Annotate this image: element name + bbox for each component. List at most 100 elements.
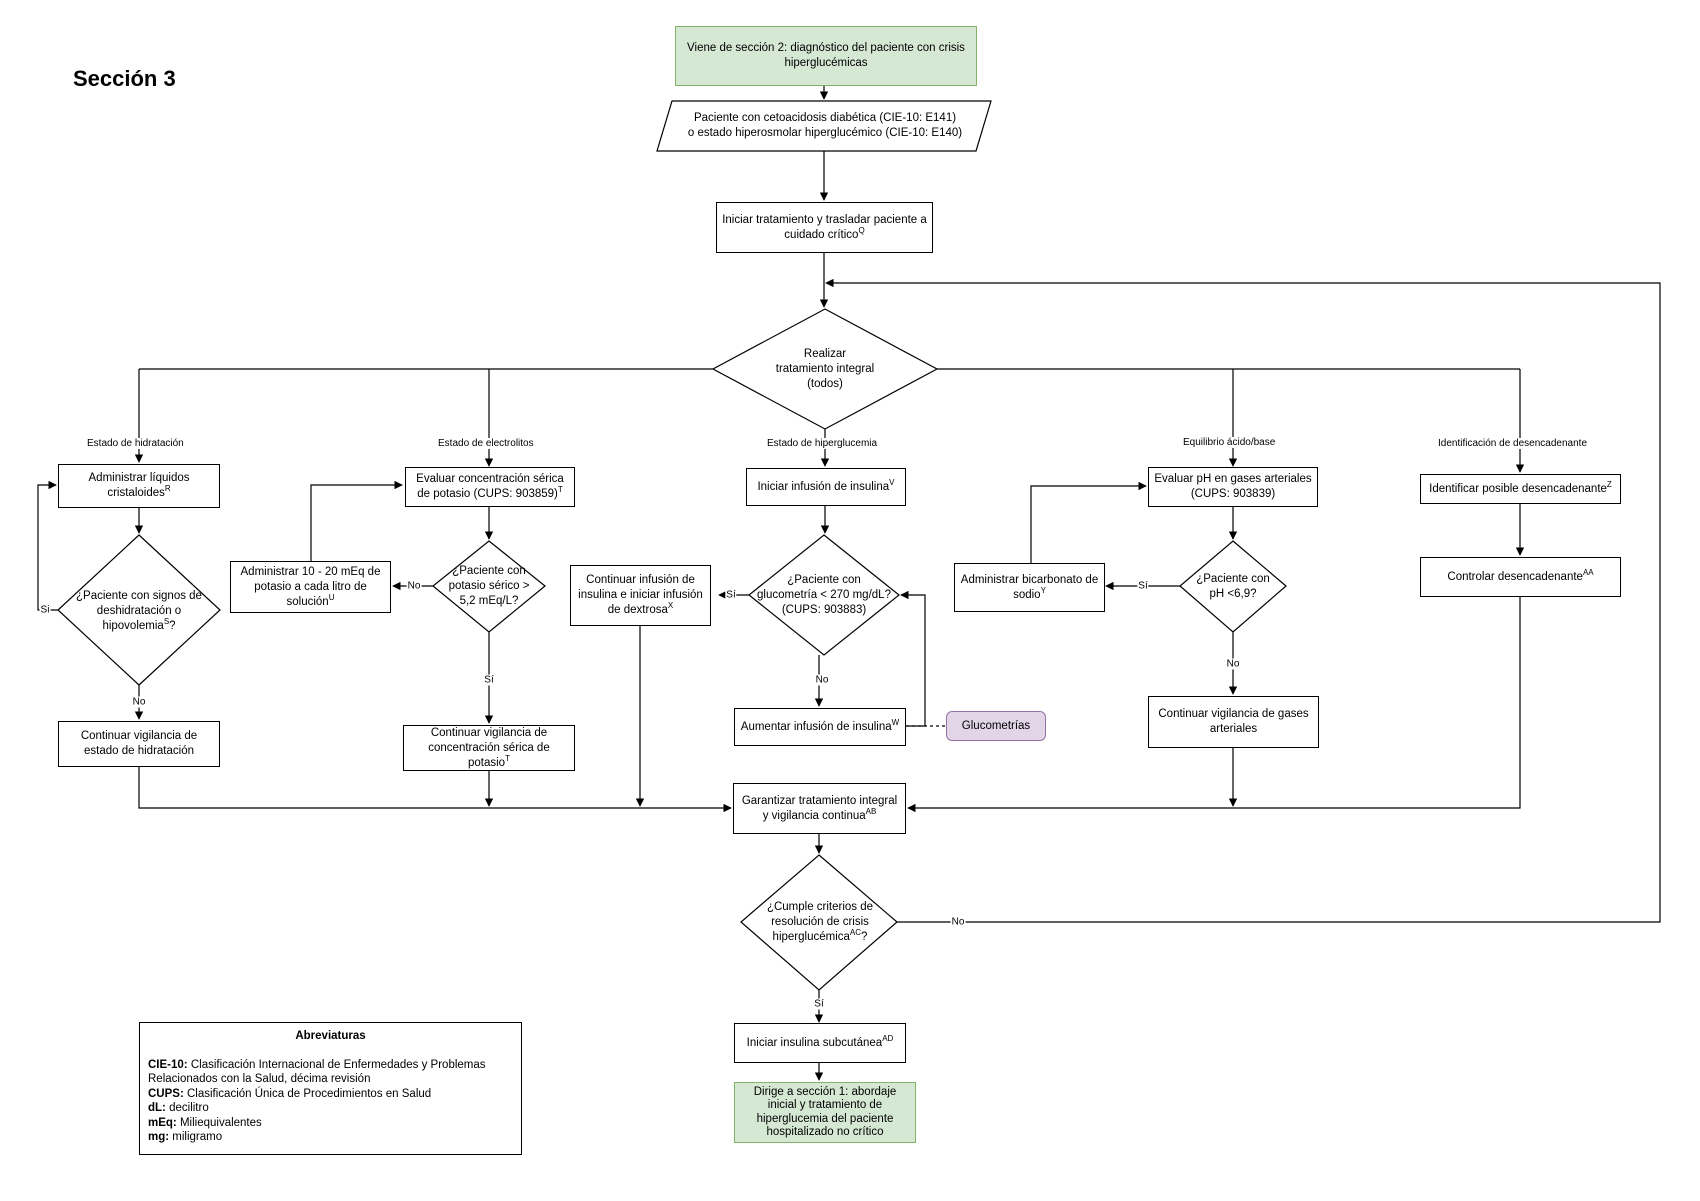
abbreviation-item: mEq: Miliequivalentes (148, 1116, 513, 1131)
glucose-yes-label: Sí (725, 589, 737, 601)
eval-potassium-node[interactable]: Evaluar concentración sérica de potasio … (405, 467, 575, 507)
abbreviations-title: Abreviaturas (295, 1030, 366, 1042)
ph-yes-label: Sí (1137, 580, 1149, 592)
integral-line-3: (todos) (807, 377, 843, 390)
guarantee-node[interactable]: Garantizar tratamiento integral y vigila… (733, 783, 906, 834)
glucose-text: ¿Paciente con glucometría < 270 mg/dL? (… (757, 573, 891, 616)
glucose-question[interactable]: ¿Paciente con glucometría < 270 mg/dL? (… (756, 571, 892, 619)
identify-trigger-label: Identificar posible desencadenante (1429, 482, 1607, 495)
insulin-infusion-node[interactable]: Iniciar infusión de insulinaV (746, 468, 906, 506)
abbreviation-def: Clasificación Internacional de Enfermeda… (148, 1058, 486, 1086)
bicarbonate-label: Administrar bicarbonato de sodio (960, 573, 1099, 601)
hydration-yes-label: Si (39, 604, 51, 616)
abbreviation-item: dL: decilitro (148, 1101, 513, 1116)
resolution-end: ? (861, 930, 868, 943)
resolution-label: ¿Cumple criterios de resolución de crisi… (766, 900, 874, 943)
abbreviation-def: Clasificación Única de Procedimientos en… (186, 1087, 432, 1100)
admin-fluids-node[interactable]: Administrar líquidos cristaloidesR (58, 464, 220, 508)
eval-ph-node[interactable]: Evaluar pH en gases arteriales (CUPS: 90… (1148, 467, 1318, 507)
abbreviations-box: Abreviaturas CIE-10: Clasificación Inter… (139, 1022, 522, 1155)
resolution-text: ¿Cumple criterios de resolución de crisi… (756, 900, 884, 945)
increase-insulin-text: Aumentar infusión de insulinaW (740, 718, 899, 735)
ref-y: Y (1040, 585, 1046, 595)
dextrose-text: Continuar infusión de insulina e iniciar… (575, 573, 706, 618)
identify-trigger-text: Identificar posible desencadenanteZ (1429, 479, 1612, 497)
ref-z: Z (1606, 479, 1612, 489)
bicarbonate-text: Administrar bicarbonato de sodioY (959, 573, 1100, 603)
resolution-no-label: No (950, 916, 966, 928)
abbreviation-def: decilitro (169, 1102, 209, 1114)
patient-shape (656, 100, 992, 152)
potassium-question[interactable]: ¿Paciente con potasio sérico > 5,2 mEq/L… (444, 563, 534, 609)
branch-hyperglycemia: Estado de hiperglucemia (766, 438, 879, 449)
dehydration-end: ? (169, 619, 176, 632)
eval-potassium-text: Evaluar concentración sérica de potasio … (410, 472, 570, 502)
control-trigger-text: Controlar desencadenanteAA (1447, 567, 1594, 585)
admin-potassium-label: Administrar 10 - 20 mEq de potasio a cad… (240, 565, 381, 608)
guarantee-text: Garantizar tratamiento integral y vigila… (738, 794, 901, 824)
ref-ad: AD (882, 1033, 894, 1043)
init-treatment-text: Iniciar tratamiento y trasladar paciente… (721, 213, 928, 243)
start-node[interactable]: Viene de sección 2: diagnóstico del paci… (675, 26, 977, 86)
abbreviation-term: mEq: (148, 1116, 177, 1129)
ref-ac: AC (849, 927, 862, 937)
ref-r: R (164, 484, 171, 494)
guarantee-label: Garantizar tratamiento integral y vigila… (741, 794, 898, 822)
init-treatment-label: Iniciar tratamiento y trasladar paciente… (722, 213, 927, 241)
admin-fluids-label: Administrar líquidos cristaloides (88, 472, 190, 499)
abbreviation-item: CUPS: Clasificación Única de Procedimien… (148, 1087, 513, 1102)
insulin-infusion-text: Iniciar infusión de insulinaV (757, 478, 894, 495)
bicarbonate-node[interactable]: Administrar bicarbonato de sodioY (954, 563, 1105, 612)
potassium-text: ¿Paciente con potasio sérico > 5,2 mEq/L… (448, 564, 530, 607)
subcutaneous-text: Iniciar insulina subcutáneaAD (747, 1033, 894, 1051)
init-treatment-node[interactable]: Iniciar tratamiento y trasladar paciente… (716, 202, 933, 253)
patient-line-2: o estado hiperosmolar hiperglucémico (CI… (687, 127, 963, 139)
dehydration-question[interactable]: ¿Paciente con signos de deshidratación o… (68, 583, 210, 639)
dextrose-node[interactable]: Continuar infusión de insulina e iniciar… (570, 565, 711, 626)
abbreviation-item: CIE-10: Clasificación Internacional de E… (148, 1058, 513, 1087)
hydration-no-label: No (131, 696, 147, 708)
continue-gases-node[interactable]: Continuar vigilancia de gases arteriales (1148, 696, 1319, 748)
continue-potassium-node[interactable]: Continuar vigilancia de concentración sé… (403, 725, 575, 771)
eval-ph-text: Evaluar pH en gases arteriales (CUPS: 90… (1154, 473, 1312, 500)
glucometries-note[interactable]: Glucometrías (946, 711, 1046, 741)
ref-aa: AA (1582, 567, 1594, 577)
ph-question[interactable]: ¿Paciente con pH <6,9? (1188, 570, 1278, 604)
potassium-no-label: No (406, 580, 422, 592)
increase-insulin-node[interactable]: Aumentar infusión de insulinaW (734, 708, 906, 746)
integral-line-1: Realizar (803, 347, 847, 360)
dehydration-text: ¿Paciente con signos de deshidratación o… (68, 589, 210, 634)
patient-line-1: Paciente con cetoacidosis diabética (CIE… (693, 112, 957, 124)
eval-potassium-label: Evaluar concentración sérica de potasio … (416, 473, 564, 500)
continue-potassium-text: Continuar vigilancia de concentración sé… (408, 726, 570, 771)
abbreviation-def: miligramo (172, 1131, 223, 1143)
admin-potassium-node[interactable]: Administrar 10 - 20 mEq de potasio a cad… (230, 561, 391, 613)
abbreviation-term: mg: (148, 1131, 170, 1143)
integral-line-2: tratamiento integral (775, 362, 875, 375)
end-node[interactable]: Dirige a sección 1: abordaje inicial y t… (734, 1082, 916, 1143)
control-trigger-node[interactable]: Controlar desencadenanteAA (1420, 557, 1621, 597)
resolution-question[interactable]: ¿Cumple criterios de resolución de crisi… (756, 897, 884, 947)
dextrose-label: Continuar infusión de insulina e iniciar… (578, 574, 703, 616)
insulin-infusion-label: Iniciar infusión de insulina (757, 480, 890, 493)
abbreviation-term: CIE-10: (148, 1058, 188, 1071)
ref-u: U (328, 592, 335, 602)
end-text: Dirige a sección 1: abordaje inicial y t… (753, 1085, 897, 1139)
ph-text: ¿Paciente con pH <6,9? (1196, 573, 1270, 600)
continue-hydration-node[interactable]: Continuar vigilancia de estado de hidrat… (58, 721, 220, 767)
glucose-no-label: No (814, 674, 830, 686)
increase-insulin-label: Aumentar infusión de insulina (740, 720, 892, 733)
dehydration-label: ¿Paciente con signos de deshidratación o… (76, 589, 202, 632)
integral-node[interactable]: Realizar tratamiento integral (todos) (745, 344, 905, 394)
patient-node[interactable]: Paciente con cetoacidosis diabética (CIE… (670, 104, 980, 148)
continue-gases-text: Continuar vigilancia de gases arteriales (1158, 708, 1309, 735)
identify-trigger-node[interactable]: Identificar posible desencadenanteZ (1420, 474, 1621, 504)
subcutaneous-node[interactable]: Iniciar insulina subcutáneaAD (734, 1023, 906, 1063)
start-text: Viene de sección 2: diagnóstico del paci… (687, 42, 965, 69)
potassium-yes-label: Sí (483, 674, 495, 686)
ref-q: Q (858, 225, 865, 235)
abbreviation-term: dL: (148, 1102, 166, 1114)
control-trigger-label: Controlar desencadenante (1447, 570, 1583, 583)
admin-fluids-text: Administrar líquidos cristaloidesR (63, 471, 215, 501)
